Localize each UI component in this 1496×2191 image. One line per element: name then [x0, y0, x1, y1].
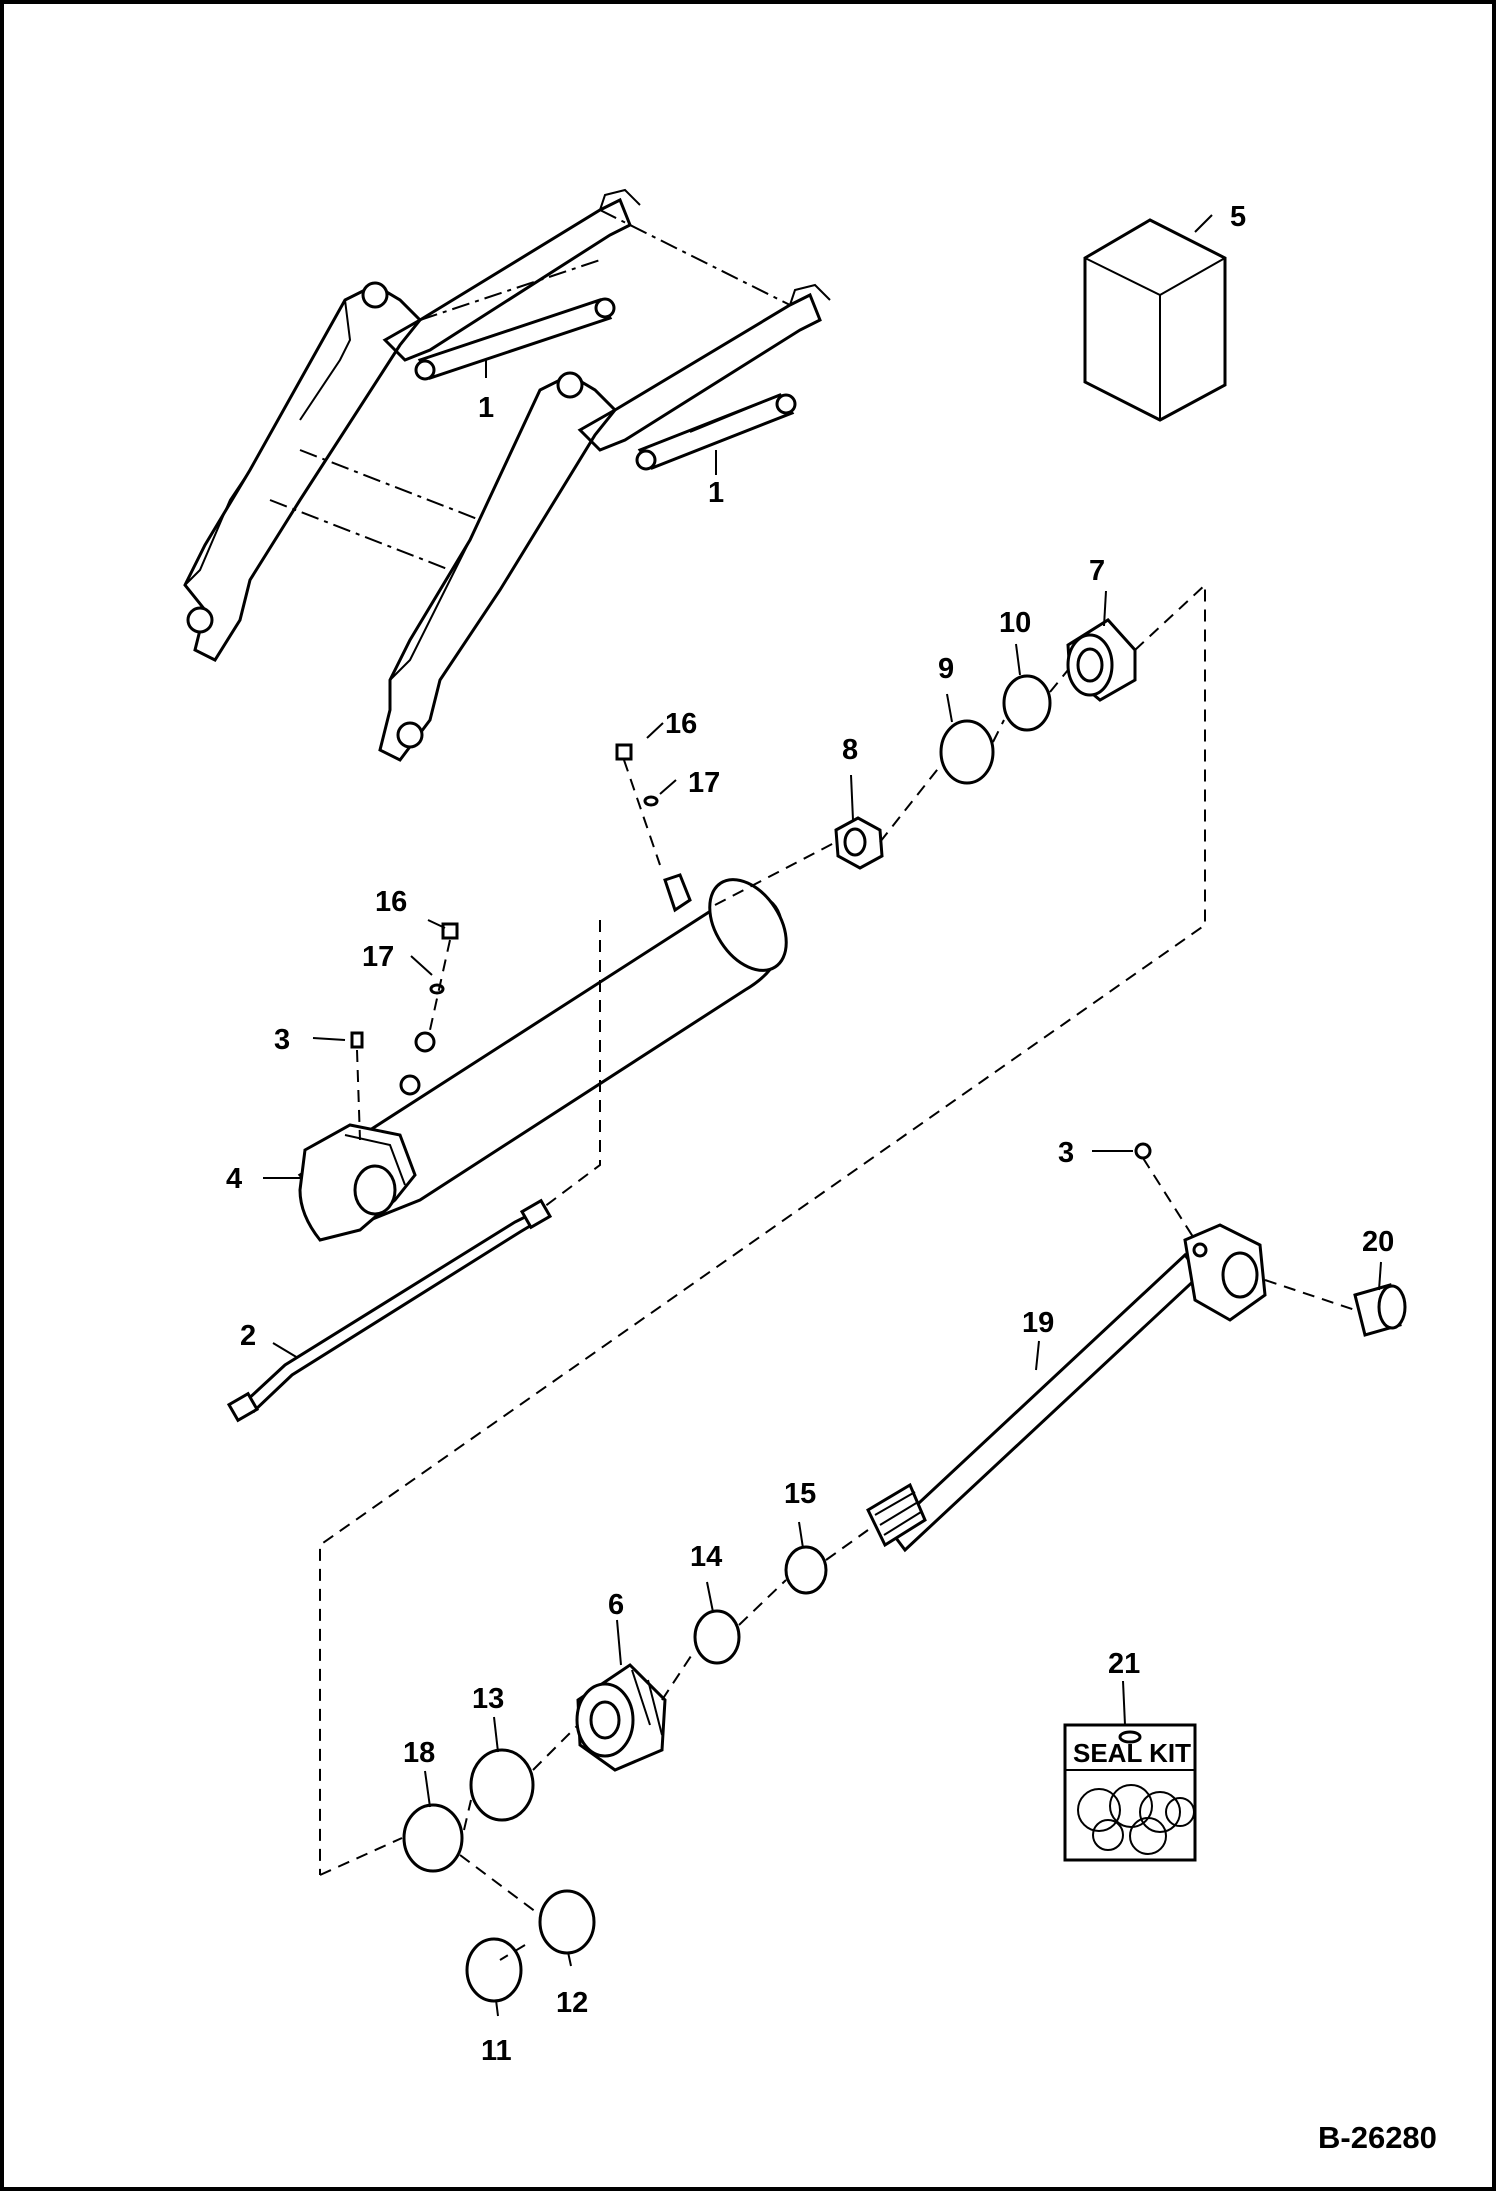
callout-1b: 1: [708, 477, 724, 509]
callout-16a: 16: [665, 708, 697, 740]
leader-lines: [263, 214, 1382, 2017]
callout-3b: 3: [1058, 1137, 1074, 1169]
part-5-box: [1083, 218, 1227, 422]
figure-id: B-26280: [1318, 2120, 1437, 2155]
callout-4: 4: [226, 1163, 242, 1195]
part-17-ring-a: [643, 795, 659, 807]
callout-1a: 1: [478, 392, 494, 424]
callout-8: 8: [842, 734, 858, 766]
part-13-ring: [469, 1748, 535, 1822]
callout-6: 6: [608, 1589, 624, 1621]
callouts: 1 1 2 3 3 4 5 6 7 8 9 10 11 12 13 14 15 …: [226, 201, 1437, 2155]
part-2-tube: [226, 1198, 553, 1423]
part-3-fitting-a: [350, 1031, 364, 1049]
part-8-nut: [834, 816, 884, 870]
callout-3a: 3: [274, 1024, 290, 1056]
callout-19: 19: [1022, 1307, 1054, 1339]
callout-5: 5: [1230, 201, 1246, 233]
part-4-barrel: [297, 873, 788, 1242]
callout-7: 7: [1089, 555, 1105, 587]
part-16-cap-b: [441, 922, 459, 940]
callout-10: 10: [999, 607, 1031, 639]
part-15-seal: [784, 1545, 828, 1595]
part-3-fitting-b: [1134, 1142, 1152, 1160]
part-14-seal: [693, 1609, 741, 1665]
part-20-bushing: [1353, 1283, 1407, 1337]
loader-arm-assembly: [183, 188, 831, 762]
callout-18: 18: [403, 1737, 435, 1769]
callout-12: 12: [556, 1987, 588, 2019]
callout-14: 14: [690, 1541, 722, 1573]
callout-21: 21: [1108, 1648, 1140, 1680]
part-12-ring: [538, 1889, 596, 1955]
callout-13: 13: [472, 1683, 504, 1715]
part-10-ring: [1002, 674, 1052, 732]
assembly-lines: [319, 582, 1356, 1961]
rings: [402, 674, 1052, 2003]
seal-kit-label: SEAL KIT: [1073, 1738, 1191, 1768]
callout-11: 11: [481, 2035, 512, 2067]
part-6-piston: [575, 1663, 667, 1772]
callout-17a: 17: [688, 767, 720, 799]
part-21-seal-kit: [1063, 1723, 1197, 1862]
part-17-ring-b: [429, 983, 445, 995]
part-7-piston: [1066, 618, 1137, 702]
callout-20: 20: [1362, 1226, 1394, 1258]
part-11-ring: [465, 1937, 523, 2003]
part-9-ring: [939, 719, 995, 785]
callout-17b: 17: [362, 941, 394, 973]
callout-2: 2: [240, 1320, 256, 1352]
callout-15: 15: [784, 1478, 816, 1510]
part-16-cap-a: [615, 743, 633, 761]
part-19-rod: [866, 1223, 1267, 1553]
part-18-ring: [402, 1803, 464, 1873]
callout-16b: 16: [375, 886, 407, 918]
callout-9: 9: [938, 653, 954, 685]
